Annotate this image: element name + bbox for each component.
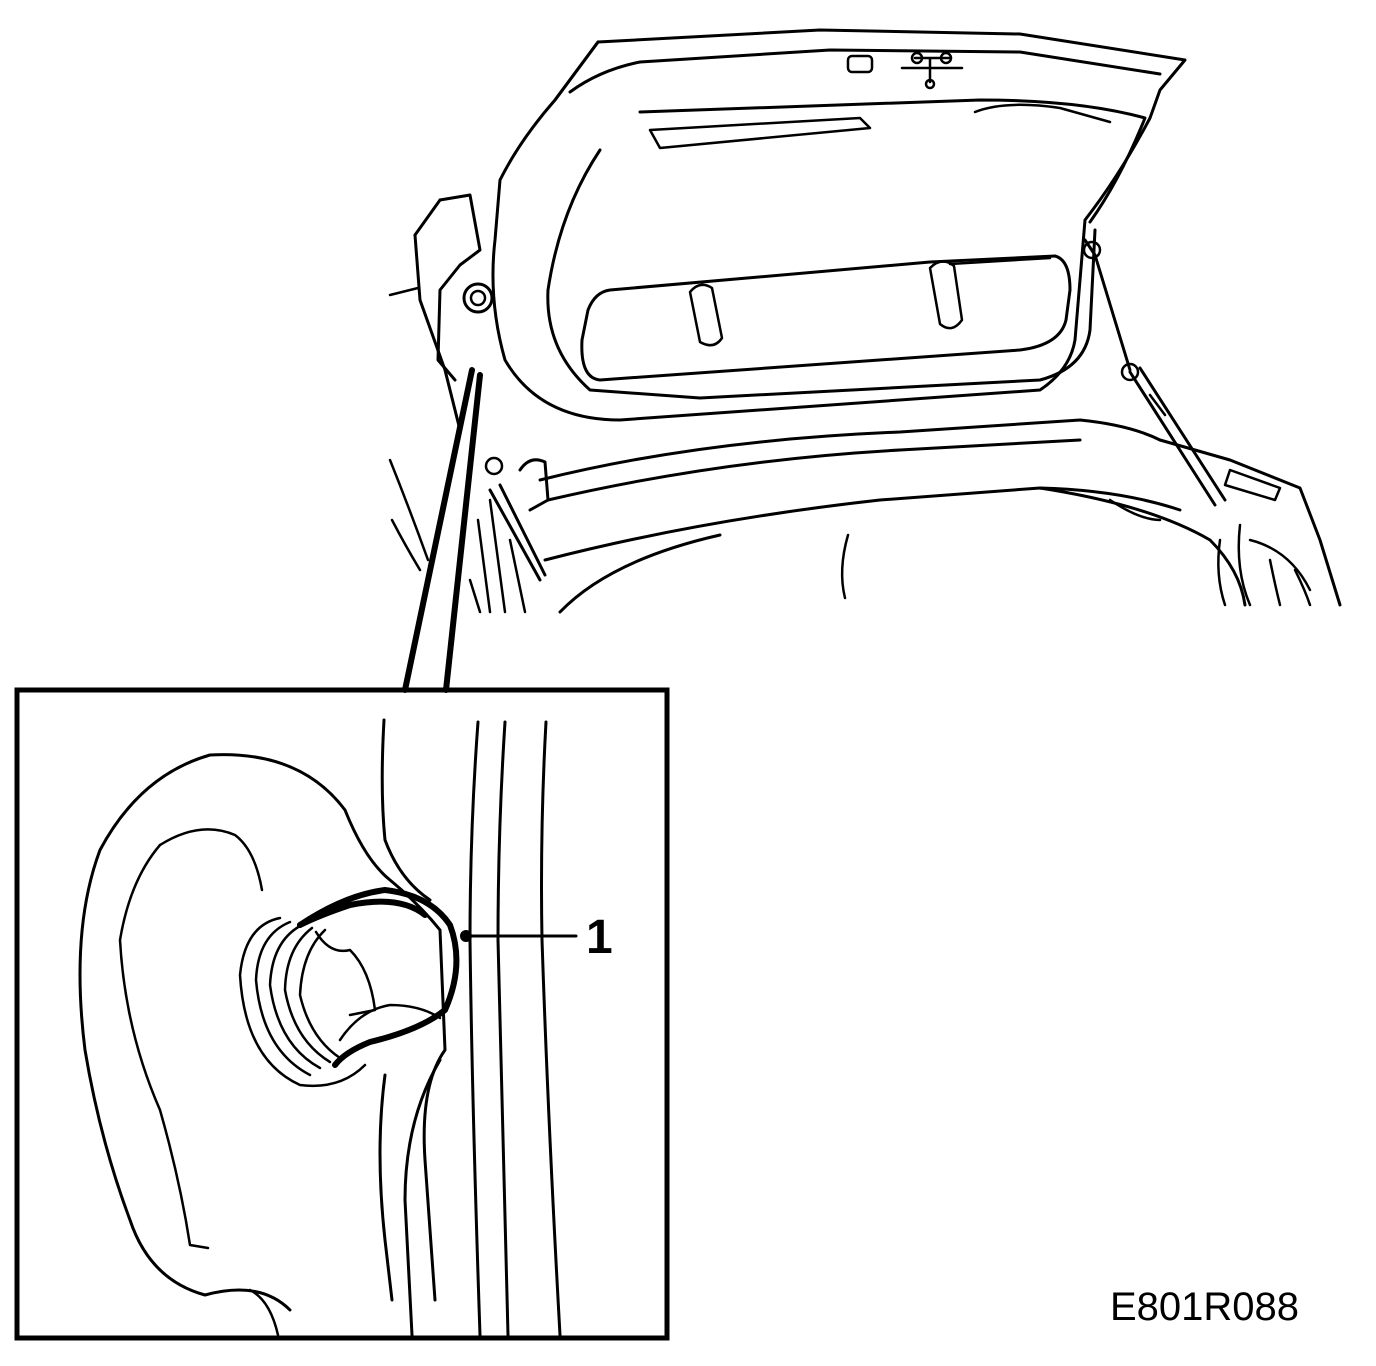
detail-inset: 1	[14, 687, 670, 1341]
callout-label: 1	[586, 911, 613, 964]
trunk-lid-overview	[388, 28, 1342, 614]
reference-code: E801R088	[1110, 1285, 1299, 1329]
grommet-plug	[238, 887, 460, 1087]
callout-1: 1	[460, 911, 613, 964]
zoom-connector	[402, 367, 483, 693]
